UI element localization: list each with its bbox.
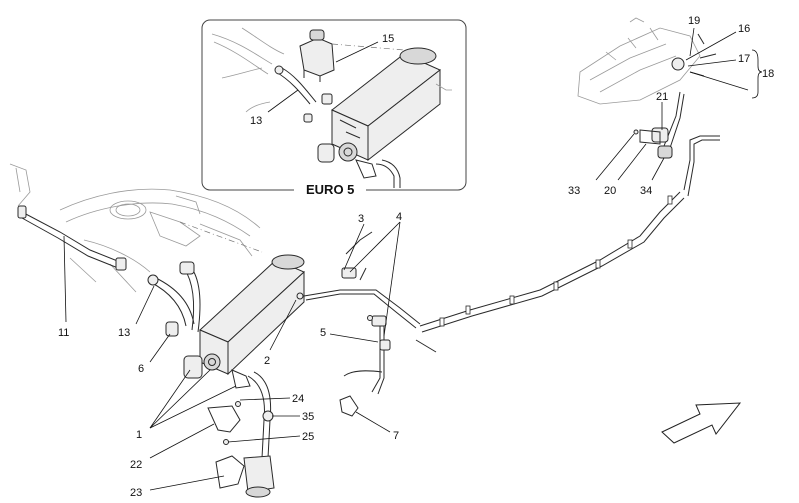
filler-pipe — [17, 205, 127, 271]
callout-1: 1 — [136, 429, 142, 441]
callout-22: 22 — [130, 459, 142, 471]
inset-title: EURO 5 — [306, 182, 354, 197]
callout-leaders — [63, 27, 763, 491]
vent-pipe — [147, 261, 201, 337]
callout-7: 7 — [393, 430, 399, 442]
callout-17: 17 — [738, 53, 750, 65]
euro5-inset: 15 13 EURO 5 — [201, 19, 467, 198]
callout-4: 4 — [396, 211, 402, 223]
direction-arrow-icon — [661, 402, 742, 444]
callout-11: 11 — [58, 327, 69, 339]
fuel-tank-outline — [9, 163, 263, 293]
carbon-canister — [183, 254, 305, 389]
callout-23: 23 — [130, 487, 142, 499]
callout-18: 18 — [762, 68, 774, 80]
callout-13: 13 — [118, 327, 130, 339]
callout-35: 35 — [302, 411, 314, 423]
callout-19: 19 — [688, 15, 700, 27]
callout-33: 33 — [568, 185, 580, 197]
callout-21: 21 — [656, 91, 668, 103]
callout-24: 24 — [292, 393, 304, 405]
callout-2: 2 — [264, 355, 270, 367]
callout-25: 25 — [302, 431, 314, 443]
callout-20: 20 — [604, 185, 616, 197]
callout-16: 16 — [738, 23, 750, 35]
callout-5: 5 — [320, 327, 326, 339]
canister-vent-hose — [207, 371, 275, 498]
callout-15: 15 — [382, 33, 394, 45]
intake-manifold — [577, 17, 717, 159]
callout-3: 3 — [358, 213, 364, 225]
callout-labels: 11 13 6 2 3 4 5 7 1 22 23 24 35 25 33 20… — [58, 15, 774, 499]
callout-13-inset: 13 — [250, 115, 262, 127]
callout-6: 6 — [138, 363, 144, 375]
callout-34: 34 — [640, 185, 652, 197]
